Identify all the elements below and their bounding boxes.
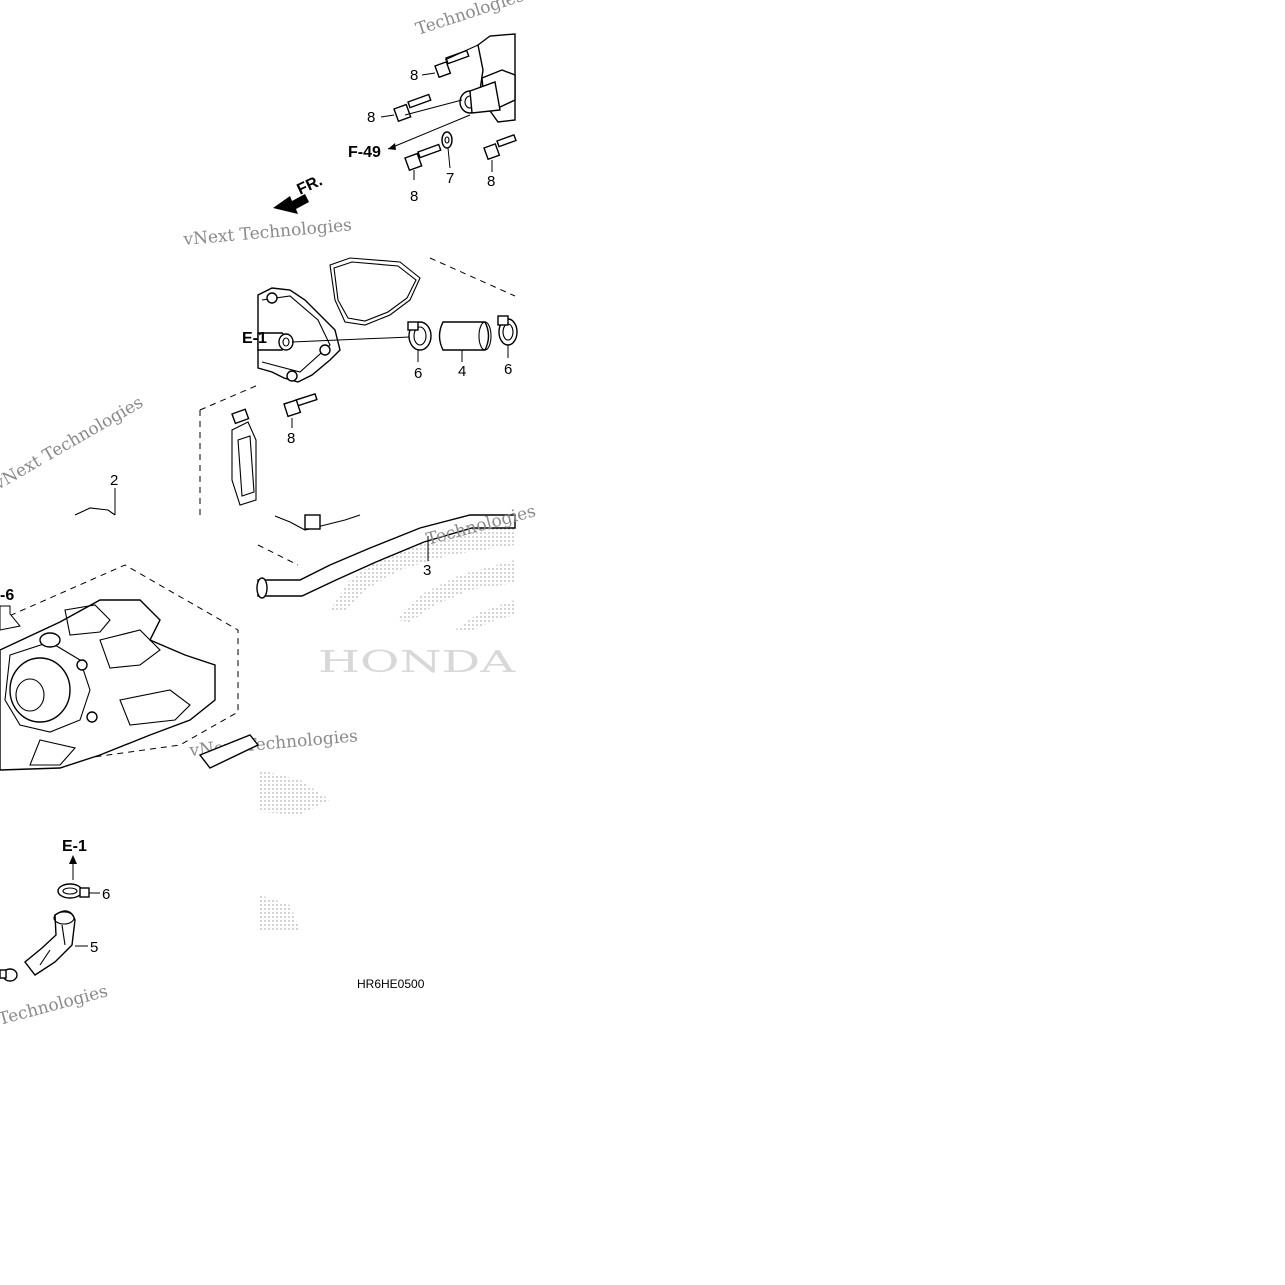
callout-7: 7 [446, 170, 454, 187]
callout-8-b: 8 [367, 109, 375, 126]
water-pump-cover [257, 287, 341, 383]
callout-2: 2 [110, 472, 118, 489]
hose-4 [438, 321, 492, 351]
ref-e1-lower: E-1 [62, 838, 87, 855]
callout-4: 4 [458, 363, 466, 380]
bolt-top-1 [434, 49, 470, 79]
callout-5: 5 [90, 939, 98, 956]
callout-6-b: 6 [504, 361, 512, 378]
o-ring-gasket [329, 257, 421, 326]
crankcase [0, 564, 239, 771]
callout-8-c: 8 [410, 188, 418, 205]
callout-6-c: 6 [102, 886, 110, 903]
hose-clamp-3 [57, 883, 90, 899]
watermark-mid: vNext Technologies [182, 215, 353, 250]
hose-clamp-4 [0, 968, 18, 982]
thermostat-housing [459, 33, 516, 123]
hose-5 [24, 910, 76, 976]
bolt-top-2 [393, 93, 432, 123]
bolt-mid [283, 392, 318, 418]
bolt-top-3 [404, 143, 442, 172]
water-pipe-3 [256, 514, 516, 599]
washer [441, 131, 453, 149]
honda-brand-watermark: HONDA [318, 645, 516, 680]
engine-case-fragment [231, 408, 257, 506]
callout-6-a: 6 [414, 365, 422, 382]
watermark-left-1: vNext Technologies [0, 393, 147, 495]
ref-left-6: -6 [0, 587, 14, 604]
callout-8-e: 8 [287, 430, 295, 447]
watermark-bottom: Technologies [0, 981, 110, 1029]
ref-f49: F-49 [348, 144, 381, 161]
callout-8-a: 8 [410, 67, 418, 84]
part-2-fragment [74, 507, 116, 516]
ref-e1-upper: E-1 [242, 330, 267, 347]
honda-wing-watermark [260, 515, 515, 930]
bolt-top-4 [483, 133, 517, 161]
callout-8-d: 8 [487, 173, 495, 190]
svg-text:FR.: FR. [295, 172, 326, 198]
diagram-code: HR6HE0500 [357, 977, 425, 991]
callout-3: 3 [423, 562, 431, 579]
front-arrow-icon: FR. [273, 172, 325, 214]
hose-clamp-1 [407, 321, 432, 351]
hose-clamp-2 [497, 315, 518, 346]
